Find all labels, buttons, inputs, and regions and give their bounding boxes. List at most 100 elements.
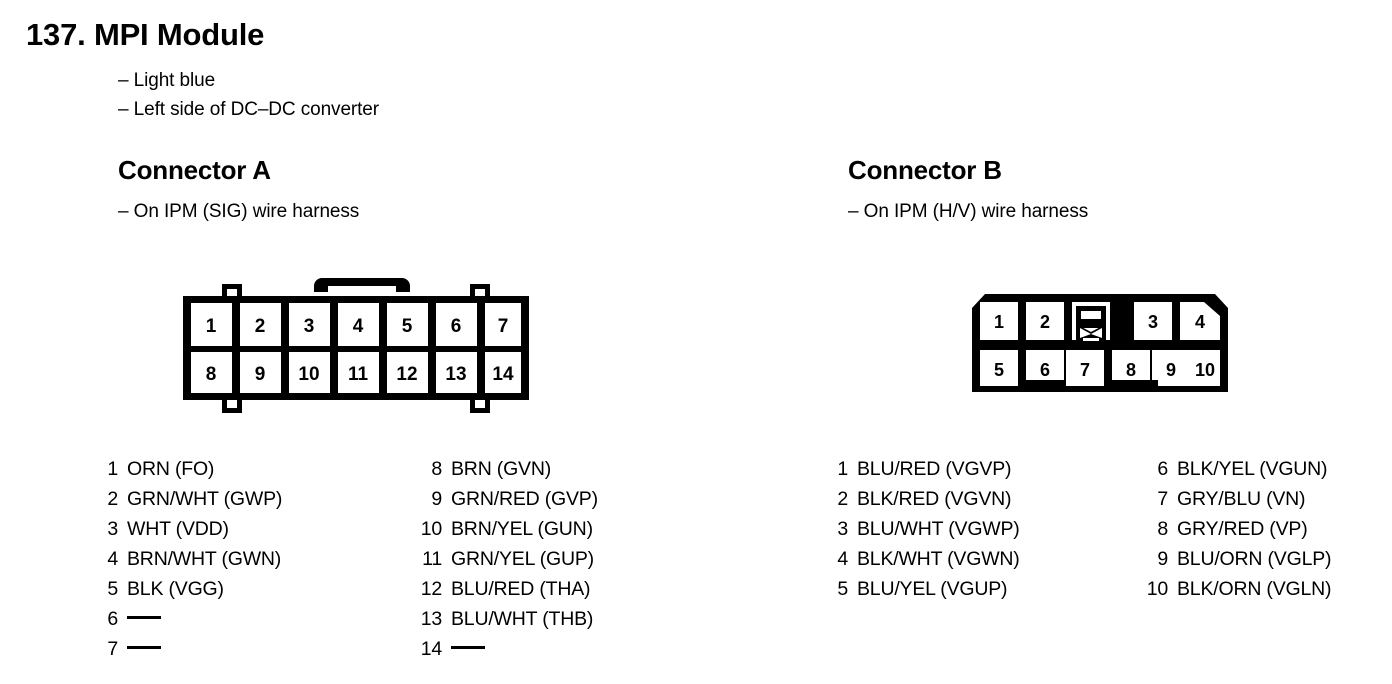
pin-row: 14 bbox=[416, 638, 716, 668]
pin-row: 3 WHT (VDD) bbox=[92, 518, 392, 548]
pin-description-empty bbox=[127, 611, 161, 625]
pin-number: 10 bbox=[1146, 578, 1168, 600]
pin-number: 13 bbox=[420, 608, 442, 630]
page-title: 137. MPI Module bbox=[26, 17, 265, 52]
svg-text:10: 10 bbox=[298, 364, 319, 385]
pin-description: BLU/RED (THA) bbox=[451, 578, 591, 600]
pin-description: GRN/RED (GVP) bbox=[451, 488, 598, 510]
connector-a-heading: Connector A bbox=[118, 155, 271, 185]
pin-description: BLU/ORN (VGLP) bbox=[1177, 548, 1332, 570]
pin-row: 5 BLK (VGG) bbox=[92, 578, 392, 608]
pin-description: BRN/YEL (GUN) bbox=[451, 518, 593, 540]
connector-b-pin-list-left: 1 BLU/RED (VGVP) 2 BLK/RED (VGVN) 3 BLU/… bbox=[822, 458, 1122, 608]
pin-description: GRY/RED (VP) bbox=[1177, 518, 1308, 540]
pin-description: BLU/YEL (VGUP) bbox=[857, 578, 1008, 600]
pin-row: 12 BLU/RED (THA) bbox=[416, 578, 716, 608]
pin-number: 9 bbox=[1157, 548, 1168, 570]
pin-description: BLK/YEL (VGUN) bbox=[1177, 458, 1328, 480]
connector-a-tabs bbox=[222, 284, 490, 413]
svg-text:5: 5 bbox=[994, 360, 1004, 380]
connector-b-center-latch bbox=[1072, 302, 1110, 341]
pin-number: 10 bbox=[420, 518, 442, 540]
pin-number: 8 bbox=[431, 458, 442, 480]
connector-b-block: Connector B – On IPM (H/V) wire harness bbox=[760, 0, 1392, 684]
pin-row: 9 GRN/RED (GVP) bbox=[416, 488, 716, 518]
connector-a-pin-numbers: 1 2 3 4 5 6 7 8 9 10 11 12 13 14 bbox=[206, 316, 514, 385]
svg-text:2: 2 bbox=[255, 316, 266, 337]
svg-text:7: 7 bbox=[498, 316, 509, 337]
connector-a-pin-list-left: 1 ORN (FO) 2 GRN/WHT (GWP) 3 WHT (VDD) 4… bbox=[92, 458, 392, 668]
svg-text:7: 7 bbox=[1080, 360, 1090, 380]
module-note: – Light blue bbox=[118, 70, 216, 91]
pin-number: 6 bbox=[107, 608, 118, 630]
pin-description: BLK/WHT (VGWN) bbox=[857, 548, 1020, 570]
pin-number: 14 bbox=[420, 638, 442, 660]
svg-text:1: 1 bbox=[206, 316, 217, 337]
pin-description: BRN (GVN) bbox=[451, 458, 552, 480]
connector-a-block: Connector A – On IPM (SIG) wire harness bbox=[92, 155, 716, 668]
pin-description: ORN (FO) bbox=[127, 458, 215, 480]
pin-description-empty bbox=[451, 641, 485, 655]
connector-a-diagram: 1 2 3 4 5 6 7 8 9 10 11 12 13 14 bbox=[170, 262, 560, 422]
pin-number: 5 bbox=[107, 578, 118, 600]
pin-row: 13 BLU/WHT (THB) bbox=[416, 608, 716, 638]
pin-row: 10 BLK/ORN (VGLN) bbox=[1142, 578, 1392, 608]
pin-description: BLK/RED (VGVN) bbox=[857, 488, 1012, 510]
pin-number: 7 bbox=[1157, 488, 1168, 510]
svg-text:11: 11 bbox=[348, 364, 369, 385]
svg-text:9: 9 bbox=[1166, 360, 1176, 380]
connector-b-bottom-notches bbox=[1046, 380, 1158, 392]
pin-row: 1 ORN (FO) bbox=[92, 458, 392, 488]
pin-row: 8 GRY/RED (VP) bbox=[1142, 518, 1392, 548]
pin-number: 7 bbox=[107, 638, 118, 660]
pin-number: 1 bbox=[107, 458, 118, 480]
svg-text:8: 8 bbox=[1126, 360, 1136, 380]
pin-number: 6 bbox=[1157, 458, 1168, 480]
pin-number: 11 bbox=[422, 548, 442, 570]
pin-row: 6 bbox=[92, 608, 392, 638]
pin-description: GRN/WHT (GWP) bbox=[127, 488, 283, 510]
pin-description: GRN/YEL (GUP) bbox=[451, 548, 594, 570]
svg-text:14: 14 bbox=[492, 364, 514, 385]
svg-text:8: 8 bbox=[206, 364, 217, 385]
pin-number: 8 bbox=[1157, 518, 1168, 540]
svg-text:3: 3 bbox=[1148, 312, 1158, 332]
connector-b-pin-numbers: 1 2 3 4 5 6 7 8 9 10 bbox=[994, 312, 1215, 380]
module-note: – Left side of DC–DC converter bbox=[118, 99, 380, 120]
pin-row: 5 BLU/YEL (VGUP) bbox=[822, 578, 1122, 608]
pin-number: 4 bbox=[837, 548, 848, 570]
connector-b-pin-list-right: 6 BLK/YEL (VGUN) 7 GRY/BLU (VN) 8 GRY/RE… bbox=[1142, 458, 1392, 608]
pin-description-empty bbox=[127, 641, 161, 655]
pin-number: 3 bbox=[107, 518, 118, 540]
pin-row: 9 BLU/ORN (VGLP) bbox=[1142, 548, 1392, 578]
svg-text:5: 5 bbox=[402, 316, 413, 337]
pin-number: 2 bbox=[837, 488, 848, 510]
pin-description: BLU/WHT (VGWP) bbox=[857, 518, 1020, 540]
pin-row: 2 BLK/RED (VGVN) bbox=[822, 488, 1122, 518]
pin-description: BRN/WHT (GWN) bbox=[127, 548, 282, 570]
svg-text:4: 4 bbox=[1195, 312, 1205, 332]
pin-description: BLU/RED (VGVP) bbox=[857, 458, 1012, 480]
pin-row: 11 GRN/YEL (GUP) bbox=[416, 548, 716, 578]
pin-description: WHT (VDD) bbox=[127, 518, 229, 540]
pin-row: 2 GRN/WHT (GWP) bbox=[92, 488, 392, 518]
pin-row: 7 GRY/BLU (VN) bbox=[1142, 488, 1392, 518]
pin-number: 9 bbox=[431, 488, 442, 510]
pin-row: 10 BRN/YEL (GUN) bbox=[416, 518, 716, 548]
pin-description: GRY/BLU (VN) bbox=[1177, 488, 1306, 510]
pin-row: 4 BRN/WHT (GWN) bbox=[92, 548, 392, 578]
svg-text:13: 13 bbox=[445, 364, 466, 385]
svg-text:2: 2 bbox=[1040, 312, 1050, 332]
connector-a-latch-handle bbox=[314, 278, 410, 292]
svg-text:12: 12 bbox=[396, 364, 417, 385]
svg-text:1: 1 bbox=[994, 312, 1004, 332]
connector-b-heading: Connector B bbox=[848, 155, 1002, 185]
svg-text:4: 4 bbox=[353, 316, 364, 337]
pin-number: 2 bbox=[107, 488, 118, 510]
svg-text:9: 9 bbox=[255, 364, 266, 385]
svg-text:6: 6 bbox=[1040, 360, 1050, 380]
pin-row: 7 bbox=[92, 638, 392, 668]
pin-description: BLK (VGG) bbox=[127, 578, 224, 600]
pin-row: 4 BLK/WHT (VGWN) bbox=[822, 548, 1122, 578]
svg-text:3: 3 bbox=[304, 316, 315, 337]
